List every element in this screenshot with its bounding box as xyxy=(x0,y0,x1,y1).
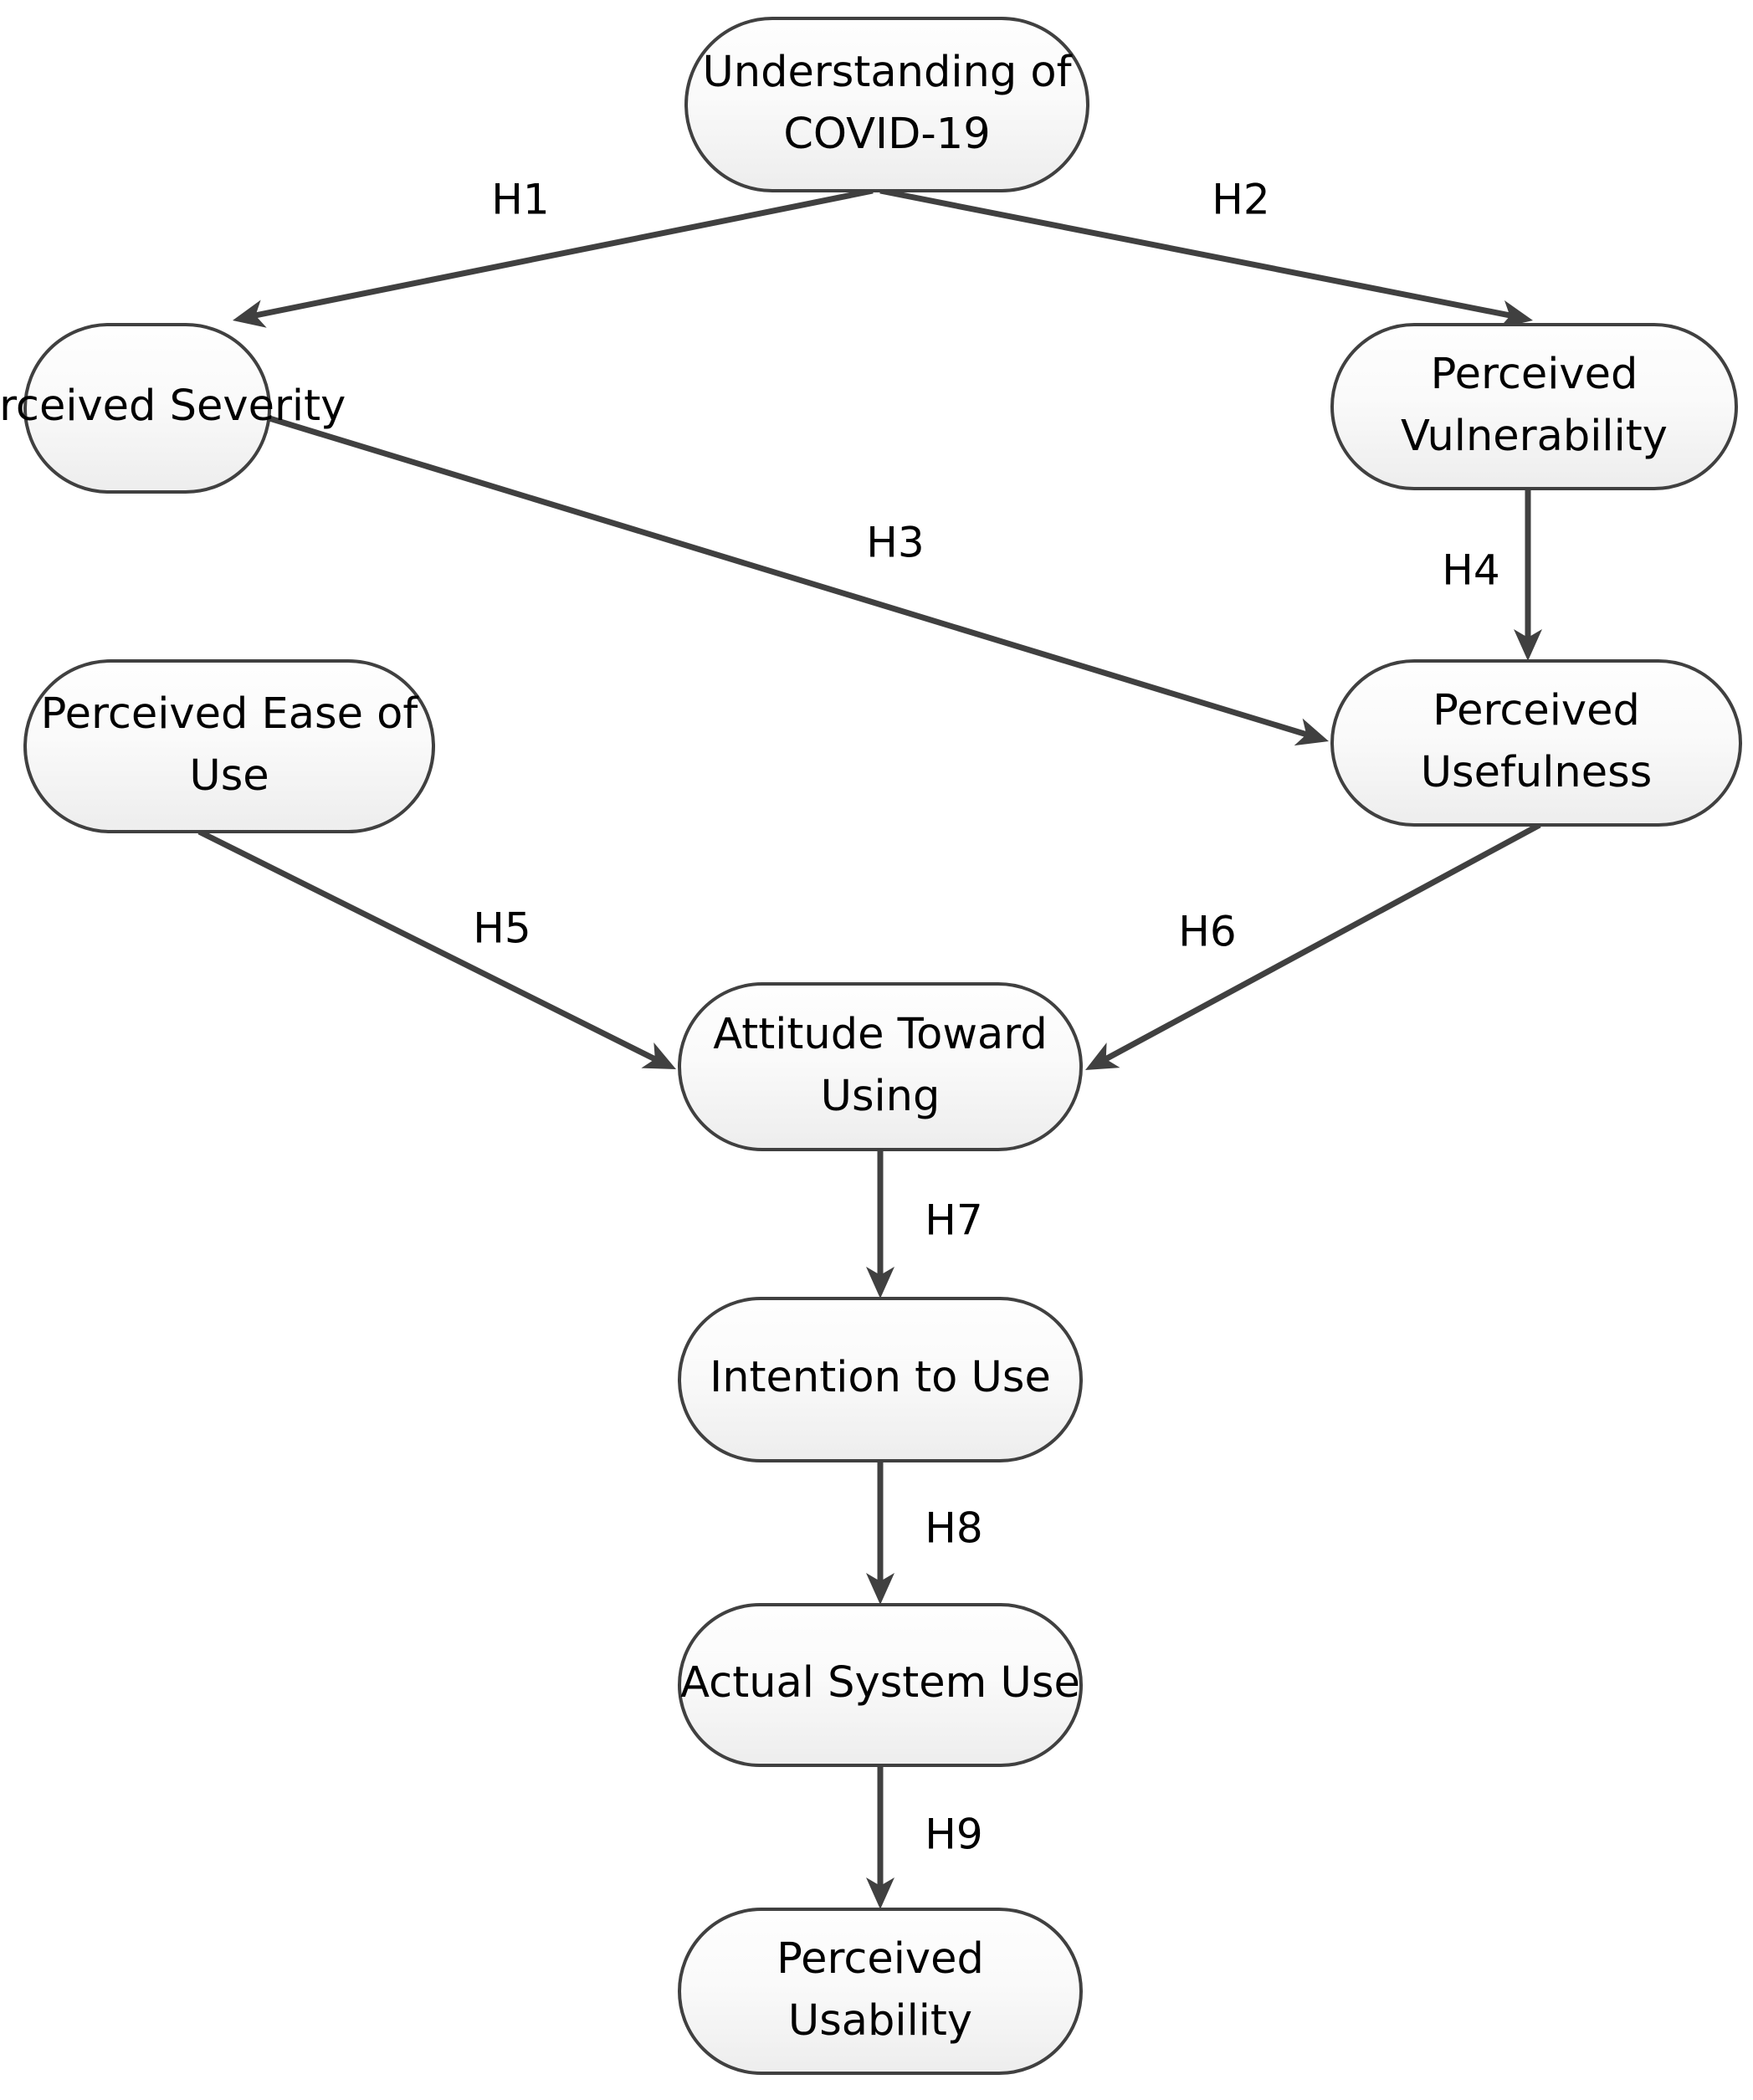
node-label-line2: COVID-19 xyxy=(783,110,990,159)
node-label-line2: Using xyxy=(821,1072,941,1121)
edge-h3 xyxy=(268,415,1329,746)
edge-line xyxy=(879,187,1524,321)
edge-line xyxy=(268,415,1320,741)
node-understanding[interactable]: Understanding of COVID-19 xyxy=(684,17,1089,192)
node-shape xyxy=(23,323,271,494)
node-label: Perceived xyxy=(777,1934,984,1984)
edge-line xyxy=(242,187,874,321)
arrowhead-icon xyxy=(1085,1042,1120,1070)
node-label: Perceived xyxy=(1431,350,1638,399)
node-shape xyxy=(23,659,435,833)
edge-h6 xyxy=(1085,822,1541,1070)
arrowhead-icon xyxy=(1499,300,1533,329)
node-shape xyxy=(1330,659,1742,827)
node-label: Understanding of xyxy=(702,48,1072,97)
edge-h7 xyxy=(866,1150,894,1298)
node-shape xyxy=(678,1908,1083,2075)
node-actual-use[interactable]: Actual System Use xyxy=(678,1603,1083,1767)
nodes-layer: Understanding of COVID-19Perceived Severi… xyxy=(0,17,1742,2075)
node-label: Perceived Severity xyxy=(0,382,346,431)
edge-label-h6: H6 xyxy=(1178,908,1236,956)
node-shape xyxy=(684,17,1089,192)
edge-line xyxy=(1094,822,1541,1068)
node-label: Actual System Use xyxy=(680,1658,1080,1708)
arrowhead-icon xyxy=(866,1267,894,1298)
node-label-line2: Usability xyxy=(788,1996,972,2046)
node-label-line2: Usefulness xyxy=(1421,748,1653,797)
node-label: Attitude Toward xyxy=(713,1010,1048,1059)
edge-label-h7: H7 xyxy=(925,1196,982,1245)
node-label-line2: Vulnerability xyxy=(1401,412,1668,461)
arrowhead-icon xyxy=(641,1042,676,1069)
edge-label-h9: H9 xyxy=(925,1811,982,1859)
edge-label-h8: H8 xyxy=(925,1504,982,1553)
edge-label-h3: H3 xyxy=(866,519,924,567)
node-shape xyxy=(678,1603,1083,1767)
node-label-line2: Use xyxy=(189,751,269,801)
arrowhead-icon xyxy=(233,300,267,328)
edge-label-h5: H5 xyxy=(473,904,531,953)
node-label: Perceived Ease of xyxy=(41,689,419,739)
node-label: Intention to Use xyxy=(710,1353,1051,1402)
arrowhead-icon xyxy=(866,1877,894,1909)
edge-h2 xyxy=(879,187,1533,329)
arrowhead-icon xyxy=(1294,718,1329,746)
edge-label-h2: H2 xyxy=(1212,176,1269,224)
edge-h1 xyxy=(233,187,874,328)
node-label: Perceived xyxy=(1433,686,1640,735)
node-ease-of-use[interactable]: Perceived Ease of Use xyxy=(23,659,435,833)
edge-h8 xyxy=(866,1461,894,1605)
edge-line xyxy=(197,828,667,1068)
arrowhead-icon xyxy=(1514,629,1542,661)
node-shape xyxy=(678,1297,1083,1462)
node-intention[interactable]: Intention to Use xyxy=(678,1297,1083,1462)
arrowhead-icon xyxy=(866,1573,894,1605)
edge-h9 xyxy=(866,1765,894,1909)
node-shape xyxy=(1330,323,1738,490)
edge-label-h1: H1 xyxy=(491,176,549,224)
edge-h5 xyxy=(197,828,676,1069)
node-shape xyxy=(678,982,1083,1151)
edge-h4 xyxy=(1514,489,1542,661)
edges-layer xyxy=(197,187,1542,1909)
edge-label-h4: H4 xyxy=(1442,546,1499,595)
node-severity[interactable]: Perceived Severity xyxy=(0,323,346,494)
